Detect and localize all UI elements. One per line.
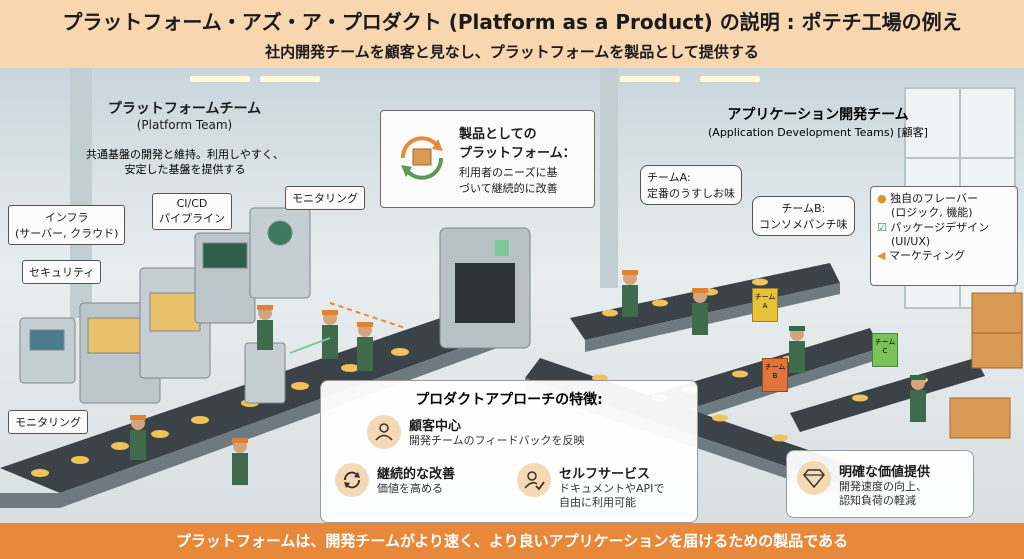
infra-tag-line: (サーバー, クラウド) bbox=[15, 227, 119, 240]
flavor-item-text: (ロジック, 機能) bbox=[891, 206, 973, 220]
ceiling-light bbox=[700, 76, 760, 82]
platform-team-callout: プラットフォームチーム (Platform Team) bbox=[82, 98, 287, 150]
cicd-tag-line: CI/CD bbox=[176, 197, 208, 210]
platform-team-desc-line: 安定した基盤を提供する bbox=[124, 162, 246, 176]
team-b-line: チームB: bbox=[781, 202, 826, 215]
product-box-title: 製品としての bbox=[459, 127, 537, 142]
feature-continuous-improvement: 継続的な改善 価値を高める bbox=[335, 463, 455, 497]
page-subtitle: 社内開発チームを顧客と見なし、プラットフォームを製品として提供する bbox=[265, 43, 759, 61]
flavor-item-text: パッケージデザイン bbox=[890, 220, 990, 234]
ceiling-light bbox=[620, 76, 680, 82]
product-cycle-icon bbox=[393, 129, 451, 187]
flow-line bbox=[289, 337, 331, 354]
factory-scene: チームA チームB チームC プラットフォームチーム (Platform Tea… bbox=[0, 68, 1024, 523]
team-a-line: 定番のうすしお味 bbox=[647, 187, 735, 200]
chip-bag-team-b: チームB bbox=[762, 358, 788, 392]
header-banner: プラットフォーム・アズ・ア・プロダクト (Platform as a Produ… bbox=[0, 0, 1024, 68]
cicd-tag: CI/CD パイプライン bbox=[152, 193, 232, 230]
user-check-icon bbox=[517, 463, 551, 497]
flavor-item-text: マーケティング bbox=[888, 249, 966, 263]
product-platform-box: 製品としての プラットフォーム： 利用者のニーズに基 づいて継続的に改善 bbox=[380, 110, 595, 208]
feature-title: セルフサービス bbox=[559, 467, 651, 482]
value-desc: 認知負荷の軽減 bbox=[839, 494, 916, 508]
app-team-title: アプリケーション開発チーム bbox=[727, 107, 909, 123]
team-b-bubble: チームB: コンソメパンチ味 bbox=[752, 196, 855, 236]
flavor-item: ◀ マーケティング bbox=[877, 249, 1011, 263]
feature-customer-centric: 顧客中心 開発チームのフィードバックを反映 bbox=[367, 415, 584, 449]
value-item: 明確な価値提供 開発速度の向上、 認知負荷の軽減 bbox=[797, 461, 930, 509]
flavor-item: ☑ パッケージデザイン bbox=[877, 221, 1011, 235]
footer-banner: プラットフォームは、開発チームがより速く、より良いアプリケーションを届けるための… bbox=[0, 523, 1024, 559]
platform-team-title: プラットフォームチーム bbox=[107, 101, 262, 117]
diamond-icon bbox=[797, 461, 831, 495]
feature-desc: 自由に利用可能 bbox=[559, 496, 636, 510]
platform-team-desc-line: 共通基盤の開発と維持。利用しやすく、 bbox=[86, 148, 284, 161]
value-box: 明確な価値提供 開発速度の向上、 認知負荷の軽減 bbox=[786, 450, 974, 518]
people-icon bbox=[367, 415, 401, 449]
app-team-title-en: (Application Development Teams) [顧客] bbox=[708, 126, 928, 139]
ceiling-light bbox=[260, 76, 320, 82]
feature-desc: 価値を高める bbox=[377, 482, 443, 495]
ceiling-light bbox=[190, 76, 250, 82]
workers bbox=[130, 270, 926, 485]
product-box-desc: 利用者のニーズに基 bbox=[459, 166, 558, 179]
flavor-list-box: ● 独自のフレーバー (ロジック, 機能) ☑ パッケージデザイン (UI/UX… bbox=[870, 186, 1018, 286]
flavor-item-text: (UI/UX) bbox=[891, 234, 931, 248]
security-tag: セキュリティ bbox=[22, 260, 102, 284]
refresh-icon bbox=[335, 463, 369, 497]
shipping-boxes bbox=[949, 292, 1023, 439]
value-title: 明確な価値提供 bbox=[839, 465, 931, 480]
platform-team-title-en: (Platform Team) bbox=[136, 118, 233, 132]
page-title: プラットフォーム・アズ・ア・プロダクト (Platform as a Produ… bbox=[62, 10, 962, 34]
pillar bbox=[600, 68, 618, 288]
central-machine bbox=[439, 227, 531, 349]
infra-tag-line: インフラ bbox=[44, 211, 89, 224]
features-title: プロダクトアプローチの特徴: bbox=[415, 392, 603, 408]
monitoring-tag-top: モニタリング bbox=[285, 186, 365, 210]
flavor-item: ● 独自のフレーバー bbox=[877, 192, 1011, 206]
platform-team-desc: 共通基盤の開発と維持。利用しやすく、 安定した基盤を提供する bbox=[80, 148, 290, 178]
pillar bbox=[70, 68, 92, 318]
app-team-callout: アプリケーション開発チーム (Application Development T… bbox=[668, 104, 968, 140]
team-a-bubble: チームA: 定番のうすしお味 bbox=[640, 165, 742, 205]
platform-machines bbox=[19, 207, 311, 404]
chip-icon: ● bbox=[877, 192, 887, 205]
chip-bag-team-a: チームA bbox=[752, 288, 778, 322]
cicd-tag-line: パイプライン bbox=[159, 212, 225, 225]
megaphone-icon: ◀ bbox=[877, 249, 886, 263]
feature-title: 顧客中心 bbox=[409, 419, 462, 434]
infra-tag: インフラ (サーバー, クラウド) bbox=[8, 205, 126, 245]
monitoring-tag-bottom: モニタリング bbox=[8, 410, 88, 434]
feature-self-service: セルフサービス ドキュメントやAPIで 自由に利用可能 bbox=[517, 463, 664, 511]
feature-title: 継続的な改善 bbox=[377, 467, 456, 482]
team-b-line: コンソメパンチ味 bbox=[759, 218, 848, 231]
flow-line bbox=[329, 302, 406, 329]
flavor-item-text: 独自のフレーバー bbox=[890, 192, 978, 205]
chip-bag-team-c: チームC bbox=[872, 333, 898, 367]
feature-desc: 開発チームのフィードバックを反映 bbox=[409, 434, 585, 447]
product-box-desc: づいて継続的に改善 bbox=[459, 182, 558, 195]
design-check-icon: ☑ bbox=[877, 220, 887, 234]
value-desc: 開発速度の向上、 bbox=[839, 480, 927, 493]
feature-desc: ドキュメントやAPIで bbox=[559, 482, 665, 495]
team-a-line: チームA: bbox=[647, 171, 691, 184]
product-box-title: プラットフォーム： bbox=[459, 146, 576, 161]
features-panel: プロダクトアプローチの特徴: 顧客中心 開発チームのフィードバックを反映 継続的… bbox=[320, 380, 698, 523]
